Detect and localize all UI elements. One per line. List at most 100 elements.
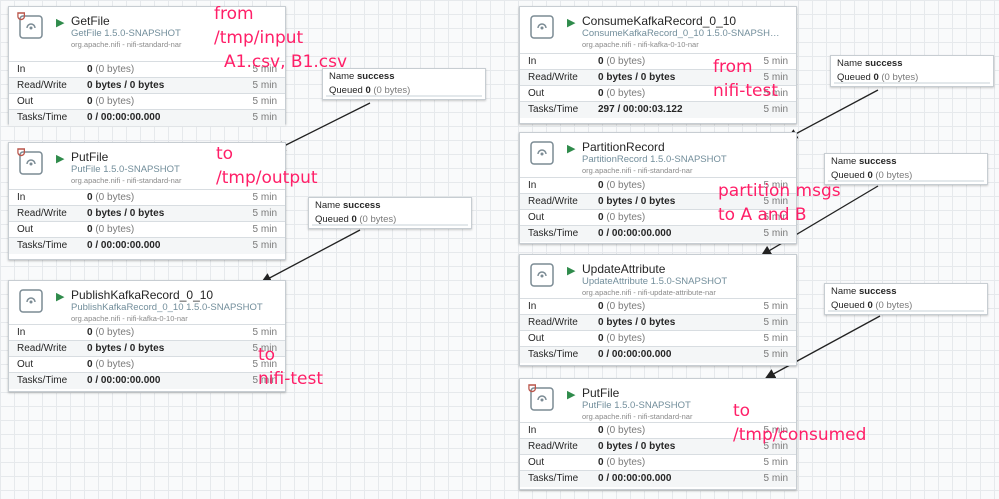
queue-bar [312,224,468,226]
annotation-to: to [733,401,751,421]
processor-subtitle: GetFile 1.5.0-SNAPSHOT [71,28,181,39]
processor-icon [19,151,43,175]
annotation-from: from [214,4,254,24]
processor-nar: org.apache.nifi - nifi-standard-nar [582,166,693,175]
processor-publish-kafka[interactable]: ▶ PublishKafkaRecord_0_10 PublishKafkaRe… [8,280,286,392]
connection-label-4[interactable]: Name success Queued 0 (0 bytes) [824,153,988,185]
processor-icon [19,15,43,39]
shield-icon: ᗜ [17,148,26,159]
processor-nar: org.apache.nifi - nifi-standard-nar [71,40,182,49]
play-icon[interactable]: ▶ [56,153,65,165]
annotation-partition-targets: to A and B [718,205,807,225]
annotation-topic: nifi-test [713,81,778,101]
play-icon[interactable]: ▶ [567,143,576,155]
processor-icon [530,263,554,287]
annotation-partition: partition msgs [718,181,841,201]
processor-subtitle: UpdateAttribute 1.5.0-SNAPSHOT [582,276,728,287]
queue-bar [834,82,990,84]
processor-nar: org.apache.nifi - nifi-update-attribute-… [582,288,716,297]
connection-arrow-5[interactable] [764,315,881,379]
processor-icon [530,387,554,411]
play-icon[interactable]: ▶ [567,265,576,277]
connection-label-3[interactable]: Name success Queued 0 (0 bytes) [830,55,994,87]
processor-putfile-output[interactable]: ᗜ ▶ PutFile PutFile 1.5.0-SNAPSHOT org.a… [8,142,286,260]
connection-arrow-3[interactable] [786,89,879,139]
annotation-path: /tmp/consumed [733,425,867,445]
shield-icon: ᗜ [528,384,537,395]
play-icon[interactable]: ▶ [567,17,576,29]
processor-subtitle: ConsumeKafkaRecord_0_10 1.5.0-SNAPSH… [582,28,780,39]
relationship-name: success [858,156,897,167]
annotation-to: to [258,345,276,365]
processor-title: PutFile [71,150,109,164]
processor-nar: org.apache.nifi - nifi-standard-nar [71,176,182,185]
annotation-files: A1.csv, B1.csv [224,52,348,72]
queue-bar [326,95,482,97]
connection-label-5[interactable]: Name success Queued 0 (0 bytes) [824,283,988,315]
processor-consume-kafka[interactable]: ▶ ConsumeKafkaRecord_0_10 ConsumeKafkaRe… [519,6,797,124]
annotation-topic: nifi-test [258,369,323,389]
annotation-path: /tmp/input [214,28,304,48]
connection-label-2[interactable]: Name success Queued 0 (0 bytes) [308,197,472,229]
processor-subtitle: PutFile 1.5.0-SNAPSHOT [71,164,180,175]
connection-label-1[interactable]: Name success Queued 0 (0 bytes) [322,68,486,100]
annotation-to: to [216,144,234,164]
play-icon[interactable]: ▶ [56,17,65,29]
processor-nar: org.apache.nifi - nifi-standard-nar [582,412,693,421]
relationship-name: success [342,200,381,211]
annotation-path: /tmp/output [216,168,318,188]
processor-icon [530,15,554,39]
shield-icon: ᗜ [17,12,26,23]
connection-arrow-2[interactable] [260,229,361,283]
processor-title: ConsumeKafkaRecord_0_10 [582,14,737,28]
processor-nar: org.apache.nifi - nifi-kafka-0-10-nar [71,314,188,323]
play-icon[interactable]: ▶ [567,389,576,401]
processor-partition-record[interactable]: ▶ PartitionRecord PartitionRecord 1.5.0-… [519,132,797,244]
processor-putfile-consumed[interactable]: ᗜ ▶ PutFile PutFile 1.5.0-SNAPSHOT org.a… [519,378,797,490]
processor-subtitle: PartitionRecord 1.5.0-SNAPSHOT [582,154,727,165]
relationship-name: success [858,286,897,297]
processor-icon [19,289,43,313]
processor-icon [530,141,554,165]
processor-update-attribute[interactable]: ▶ UpdateAttribute UpdateAttribute 1.5.0-… [519,254,797,366]
play-icon[interactable]: ▶ [56,291,65,303]
processor-title: PutFile [582,386,620,400]
processor-title: PublishKafkaRecord_0_10 [71,288,214,302]
processor-subtitle: PublishKafkaRecord_0_10 1.5.0-SNAPSHOT [71,302,263,313]
connection-arrow-1[interactable] [274,102,371,151]
processor-getfile[interactable]: ᗜ ▶ GetFile GetFile 1.5.0-SNAPSHOT org.a… [8,6,286,126]
processor-title: UpdateAttribute [582,262,666,276]
relationship-name: success [864,58,903,69]
processor-subtitle: PutFile 1.5.0-SNAPSHOT [582,400,691,411]
processor-title: GetFile [71,14,110,28]
queue-bar [828,180,984,182]
annotation-from: from [713,57,753,77]
relationship-name: success [356,71,395,82]
processor-nar: org.apache.nifi - nifi-kafka-0-10-nar [582,40,699,49]
processor-title: PartitionRecord [582,140,665,154]
